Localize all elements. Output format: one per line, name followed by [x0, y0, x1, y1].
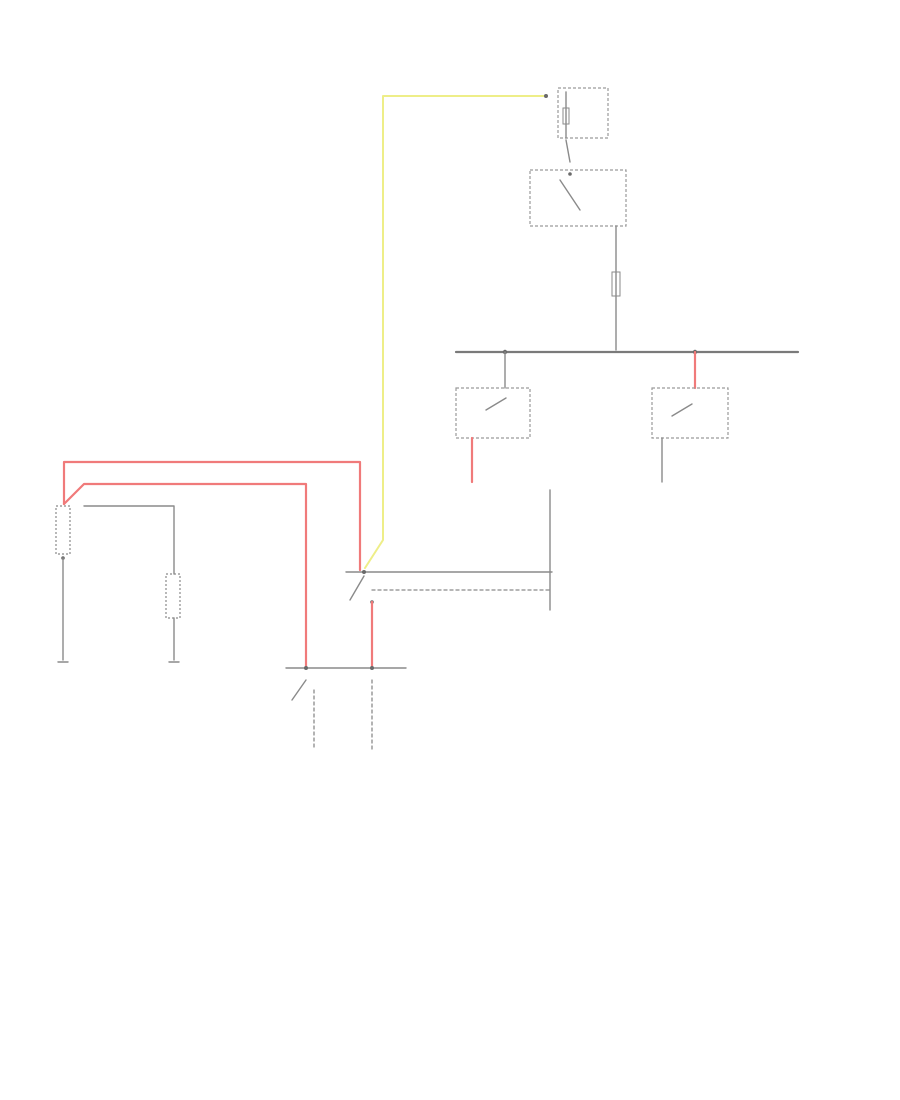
right-lamp: [83, 505, 181, 663]
engine-compartment-fuse-panel: [544, 87, 609, 163]
under-dash-fuse: [611, 271, 621, 297]
switch-icon: [349, 575, 365, 601]
ignition-switch: [529, 169, 627, 351]
switch-icon: [291, 679, 307, 701]
switch-icon: [671, 403, 693, 417]
lamp-icon: [165, 573, 181, 619]
switch-icon: [559, 179, 581, 211]
left-sub-switch: [455, 351, 531, 484]
switch-icon: [485, 397, 507, 411]
left-lamp: [55, 505, 71, 663]
yellow-wire: [364, 95, 545, 569]
red-wire-lower: [62, 482, 308, 670]
red-wire-upper: [62, 460, 362, 572]
fuse-icon: [562, 107, 570, 125]
right-sub-switch: [651, 350, 729, 483]
fuse-icon: [611, 271, 621, 297]
lamp-icon: [55, 505, 71, 555]
starter-switch: [345, 489, 553, 670]
lower-relay: [285, 666, 407, 751]
